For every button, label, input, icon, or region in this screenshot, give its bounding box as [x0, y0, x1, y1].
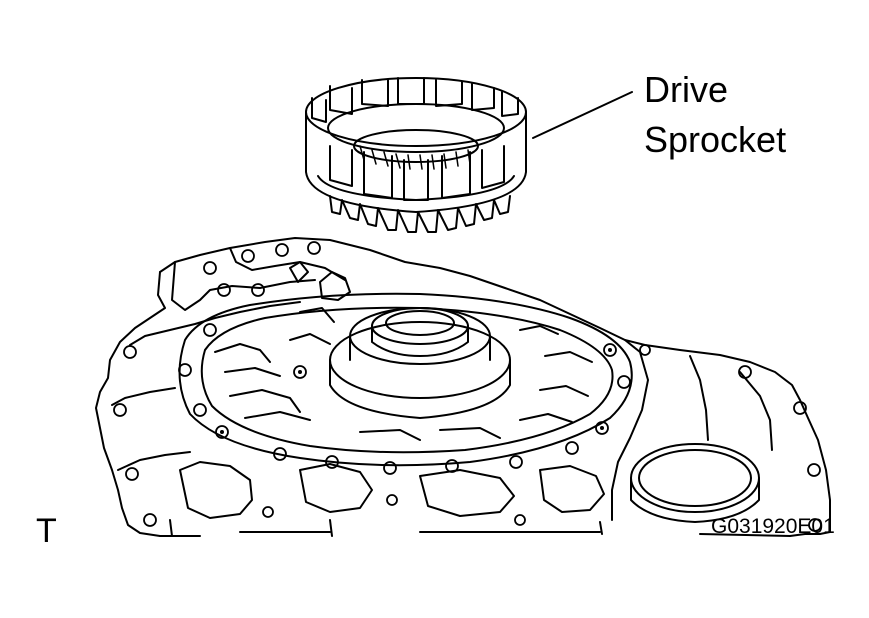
drive-sprocket-drawing [305, 77, 527, 233]
figure-code-label: G031920E01 [711, 515, 835, 538]
view-code-label: T [36, 512, 57, 550]
transaxle-case [95, 237, 831, 537]
callout-leader-line [532, 91, 633, 139]
callout-label-sprocket: Sprocket [644, 119, 787, 160]
callout-label-drive: Drive [644, 69, 729, 110]
